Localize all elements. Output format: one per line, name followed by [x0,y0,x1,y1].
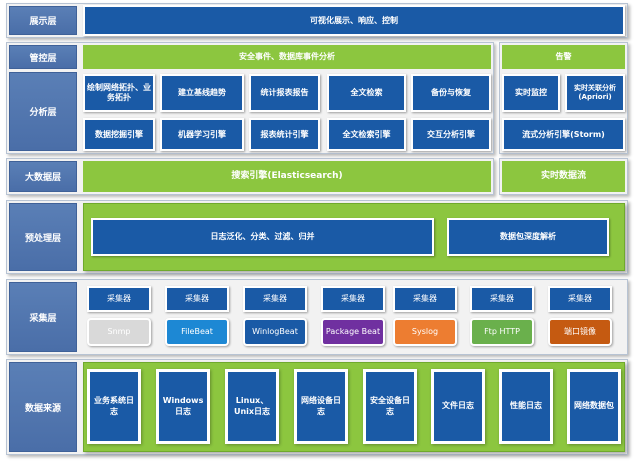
layer-label-analysis: 分析层 [9,72,77,151]
realtime-stream-bar: 实时数据流 [502,161,625,192]
agent-filebeat: FileBeat [165,318,229,346]
analysis-backup: 备份与恢复 [411,74,491,112]
realtime-monitor: 实时监控 [502,74,560,112]
analysis-baseline: 建立基线趋势 [160,74,244,112]
layer-label-collect: 采集层 [9,282,77,352]
source-box: 性能日志 [499,369,553,444]
agent-syslog: Syslog [393,318,457,346]
engine-report: 报表统计引擎 [249,118,320,151]
layer-label-source: 数据来源 [9,362,77,452]
engine-fulltext: 全文检索引擎 [327,118,406,151]
source-box: 安全设备日志 [363,369,417,444]
visualization-bar: 可视化展示、响应、控制 [83,5,625,36]
agent-packagebeat: Package Beat [321,318,385,346]
analysis-report: 统计报表报告 [249,74,320,112]
engine-datamining: 数据挖掘引擎 [83,118,155,151]
collector-box: 采集器 [470,286,534,312]
analysis-fulltext: 全文检索 [327,74,406,112]
agent-port-mirror: 端口镜像 [548,318,612,346]
collector-box: 采集器 [87,286,151,312]
engine-machinelearning: 机器学习引擎 [160,118,244,151]
collector-box: 采集器 [321,286,385,312]
source-box: 文件日志 [431,369,485,444]
agent-ftp-http: Ftp HTTP [470,318,534,346]
collector-box: 采集器 [165,286,229,312]
source-box: 业务系统日志 [87,369,141,444]
layer-label-bigdata: 大数据层 [9,161,77,192]
log-normalization: 日志泛化、分类、过滤、归并 [91,218,434,256]
alarm-bar: 告警 [502,45,625,69]
layer-label-display: 展示层 [9,6,77,35]
analysis-topology: 绘制网络拓扑、业务拓扑 [83,74,155,112]
realtime-association: 实时关联分析(Apriori) [565,74,625,112]
engine-interactive: 交互分析引擎 [411,118,491,151]
collector-box: 采集器 [548,286,612,312]
source-box: Windows日志 [156,369,210,444]
layer-label-preprocess: 预处理层 [9,203,77,271]
search-engine-bar: 搜索引擎(Elasticsearch) [83,161,491,192]
security-event-analysis-bar: 安全事件、数据库事件分析 [83,45,491,69]
source-box: Linux、Unix日志 [225,369,279,444]
agent-winlogbeat: WinlogBeat [243,318,307,346]
layer-label-control: 管控层 [9,45,77,69]
source-box: 网络设备日志 [294,369,348,444]
source-box: 网络数据包 [567,369,621,444]
agent-snmp: Snmp [87,318,151,346]
collector-box: 采集器 [243,286,307,312]
packet-deep-parsing: 数据包深度解析 [447,218,609,256]
stream-engine: 流式分析引擎(Storm) [502,118,625,151]
collector-box: 采集器 [393,286,457,312]
